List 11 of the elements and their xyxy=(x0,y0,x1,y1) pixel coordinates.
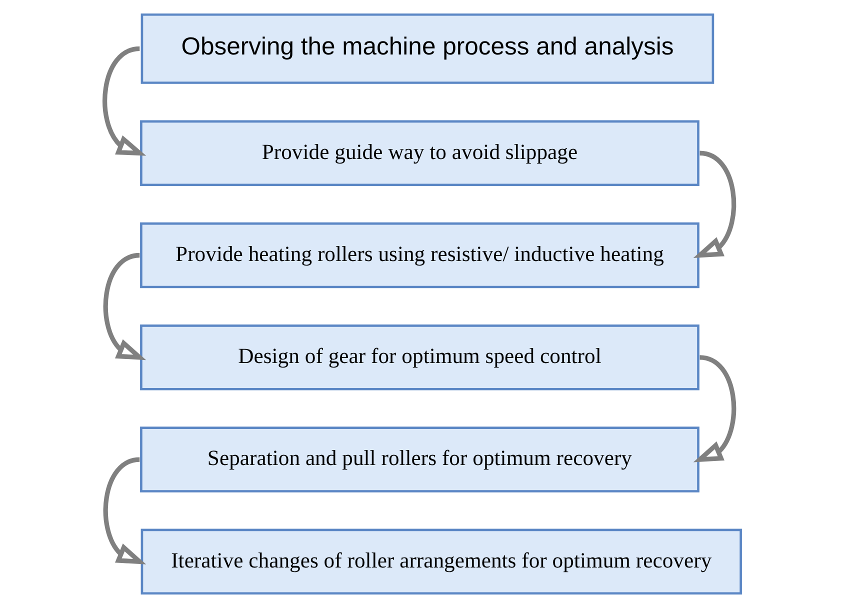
node-box: Separation and pull rollers for optimum recovery xyxy=(140,426,699,492)
arrow xyxy=(102,457,146,564)
node-box: Observing the machine process and analysis xyxy=(140,13,714,84)
arrow xyxy=(692,355,736,462)
arrow xyxy=(102,46,146,156)
node-box: Provide guide way to avoid slippage xyxy=(140,120,699,186)
node-box: Iterative changes of roller arrangements for optimum recovery xyxy=(140,528,742,595)
node-box: Design of gear for optimum speed control xyxy=(140,324,699,390)
node-box: Provide heating rollers using resistive/ inductive heating xyxy=(140,222,699,288)
arrow xyxy=(102,252,146,360)
arrow xyxy=(692,150,736,258)
